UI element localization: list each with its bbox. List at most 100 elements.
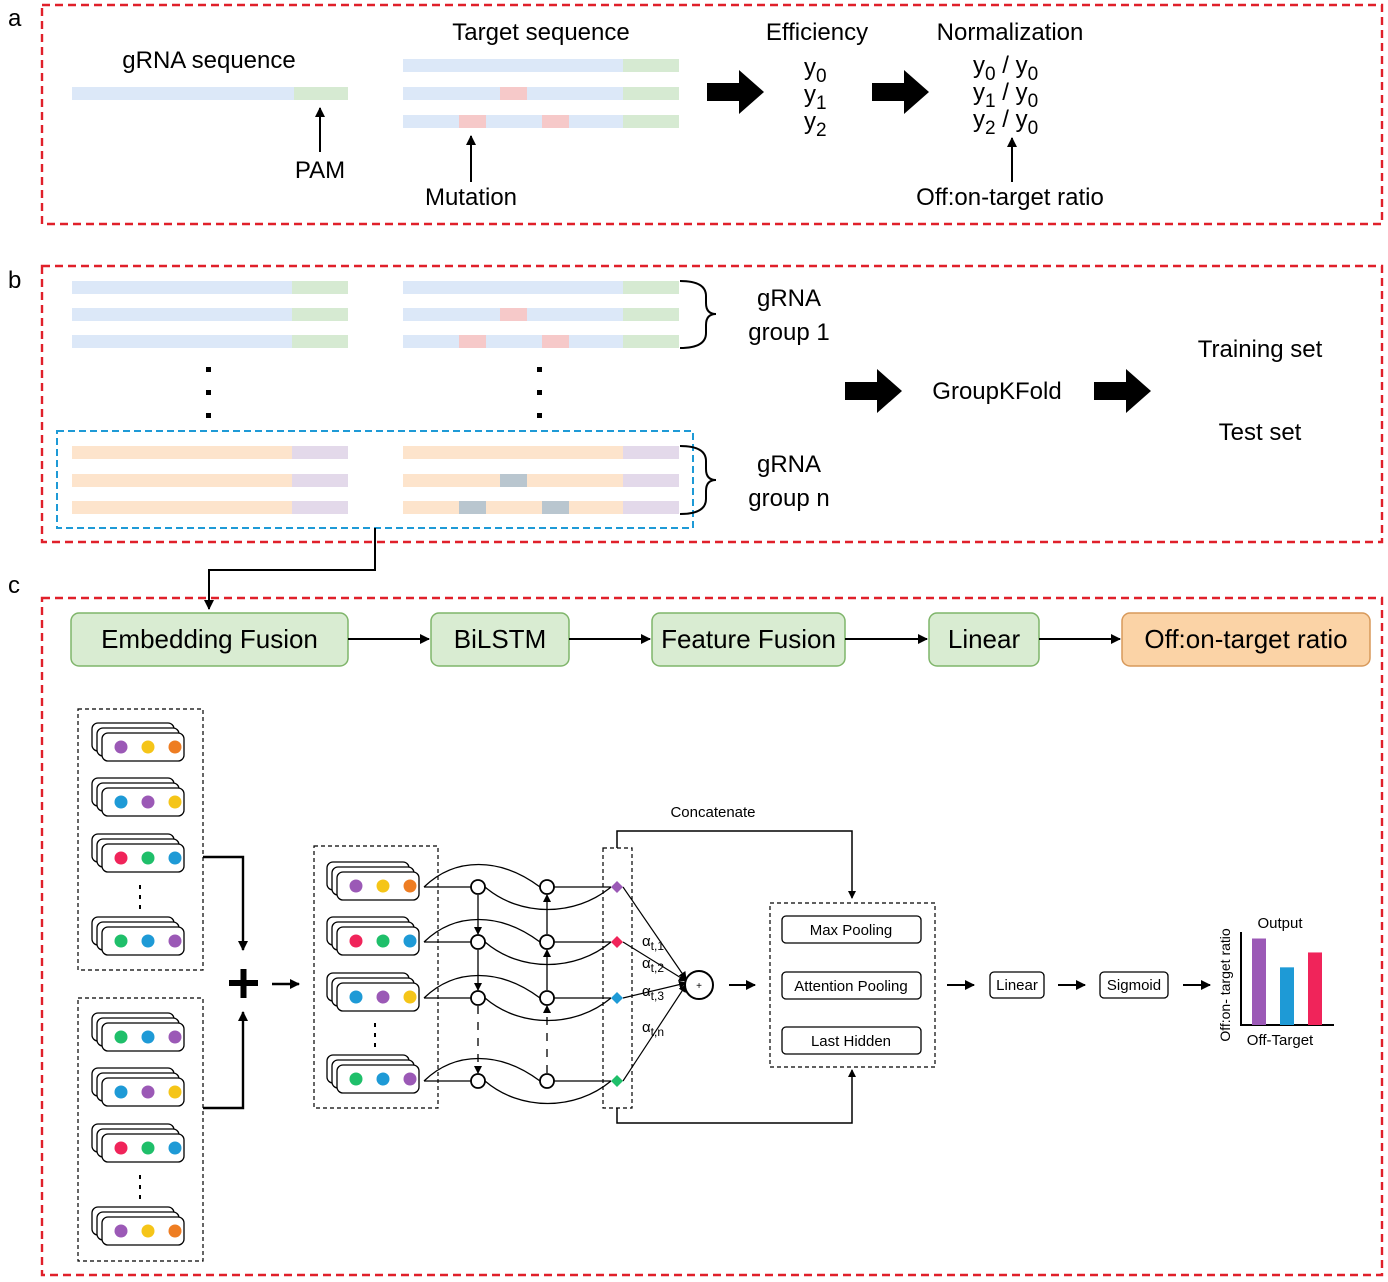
division-slash (996, 79, 1003, 106)
sequence-bar-body (403, 335, 623, 348)
sequence-bar-body (403, 59, 623, 72)
embedding-dot (141, 1030, 155, 1044)
sequence-bar-pam (623, 87, 679, 100)
hidden-state-marker (611, 992, 623, 1004)
pipeline-box-label: Feature Fusion (661, 624, 836, 654)
embedding-dot (141, 1085, 155, 1099)
denominator: y (1016, 52, 1028, 79)
backward-lstm-node (539, 990, 555, 1006)
sequence-bar-pam (292, 281, 348, 294)
embed-merge-top (203, 855, 248, 951)
attention-weight-label: αt,2 (642, 955, 664, 975)
mutation-block (500, 308, 527, 321)
linear-layer-box (989, 971, 1045, 999)
embedding-dot (376, 934, 390, 948)
division-slash (996, 106, 1003, 133)
lstm-connection (484, 1080, 612, 1105)
backward-lstm-node (539, 934, 555, 950)
sigmoid-layer-box (1099, 971, 1169, 999)
numerator: y (973, 106, 985, 133)
pam-label: PAM (295, 157, 345, 184)
sequence-bar-body (72, 281, 292, 294)
fused-embedding-cards (326, 861, 420, 1094)
sequence-bar-body (72, 474, 292, 487)
mutation-block (500, 474, 527, 487)
stack-ellipsis-top (139, 885, 141, 909)
plus-sign-icon (229, 969, 258, 998)
fused-embedding-stack (313, 845, 439, 1109)
panel-b-letter: b (8, 267, 21, 294)
sequence-bar-pam (292, 474, 348, 487)
alpha-base: α (642, 955, 651, 972)
embedding-dot (141, 795, 155, 809)
embedding-dot (376, 990, 390, 1004)
output-bar (1252, 938, 1266, 1025)
sequence-bar-body (72, 308, 292, 321)
numerator-subscript: 0 (985, 64, 996, 85)
concatenate-connector-top (616, 830, 856, 899)
efficiency-subscript: 1 (816, 93, 827, 114)
sequence-bar-pam (292, 308, 348, 321)
vertical-ellipsis-left (206, 367, 211, 418)
pipeline-box (1121, 612, 1371, 667)
group-1-label-line1: gRNA (757, 285, 821, 312)
sequence-bar-body (403, 115, 623, 128)
forward-lstm-node (470, 1073, 486, 1089)
mutation-block (542, 501, 569, 514)
normalized-value: y1 / y0 (973, 79, 1038, 112)
sequence-bar-body (403, 281, 623, 294)
attention-weight-line (622, 941, 687, 982)
embedding-dot (114, 740, 128, 754)
embedding-dot (114, 851, 128, 865)
panel-c-letter: c (8, 572, 20, 599)
output-bar (1308, 952, 1322, 1025)
embedding-dot (349, 990, 363, 1004)
block-arrow-b1 (845, 369, 902, 413)
sequence-bar-pam (292, 501, 348, 514)
group-1-brace (679, 280, 717, 349)
backward-lstm-node (539, 879, 555, 895)
pooling-box (781, 915, 922, 944)
block-arrow-a2 (872, 70, 929, 114)
normalization-label: Normalization (937, 19, 1084, 46)
normalized-value: y0 / y0 (973, 52, 1038, 85)
concatenate-label: Concatenate (670, 804, 755, 821)
target-sequence-label: Target sequence (452, 19, 629, 46)
embedding-dot (141, 934, 155, 948)
attention-weights: αt,1αt,2αt,3αt,n (611, 881, 687, 1087)
alpha-base: α (642, 983, 651, 1000)
output-title: Output (1257, 915, 1303, 932)
efficiency-subscript: 0 (816, 66, 827, 87)
sequence-bar-pam (623, 474, 679, 487)
embedding-dot (141, 1224, 155, 1238)
forward-lstm-node (470, 934, 486, 950)
attention-weight-line (622, 886, 687, 980)
panel-b-to-c-connector (204, 528, 376, 610)
efficiency-base: y (804, 54, 816, 81)
embedding-dot (168, 1085, 182, 1099)
hidden-state-marker (611, 881, 623, 893)
forward-lstm-node (470, 879, 486, 895)
embedding-dot (168, 740, 182, 754)
embedding-dot (349, 934, 363, 948)
hidden-state-marker (611, 1075, 623, 1087)
target-embedding-stack (77, 997, 204, 1262)
alpha-base: α (642, 1019, 651, 1036)
division-slash (996, 52, 1003, 79)
weighted-sum-symbol: + (696, 981, 702, 992)
attention-weight-label: αt,n (642, 1019, 664, 1039)
embedding-dot (349, 1072, 363, 1086)
numerator-subscript: 2 (985, 118, 996, 139)
fused-ellipsis (374, 1023, 376, 1047)
grna-bar-pam (294, 87, 348, 100)
embedding-dot (141, 1141, 155, 1155)
efficiency-subscript: 2 (816, 120, 827, 141)
normalized-value: y2 / y0 (973, 106, 1038, 139)
output-bar-chart: Output Off-Target Off:on- target ratio (1217, 915, 1334, 1049)
sequence-bar-pam (623, 281, 679, 294)
embedding-dot (114, 934, 128, 948)
denominator-subscript: 0 (1028, 91, 1039, 112)
sequence-bar-pam (292, 446, 348, 459)
